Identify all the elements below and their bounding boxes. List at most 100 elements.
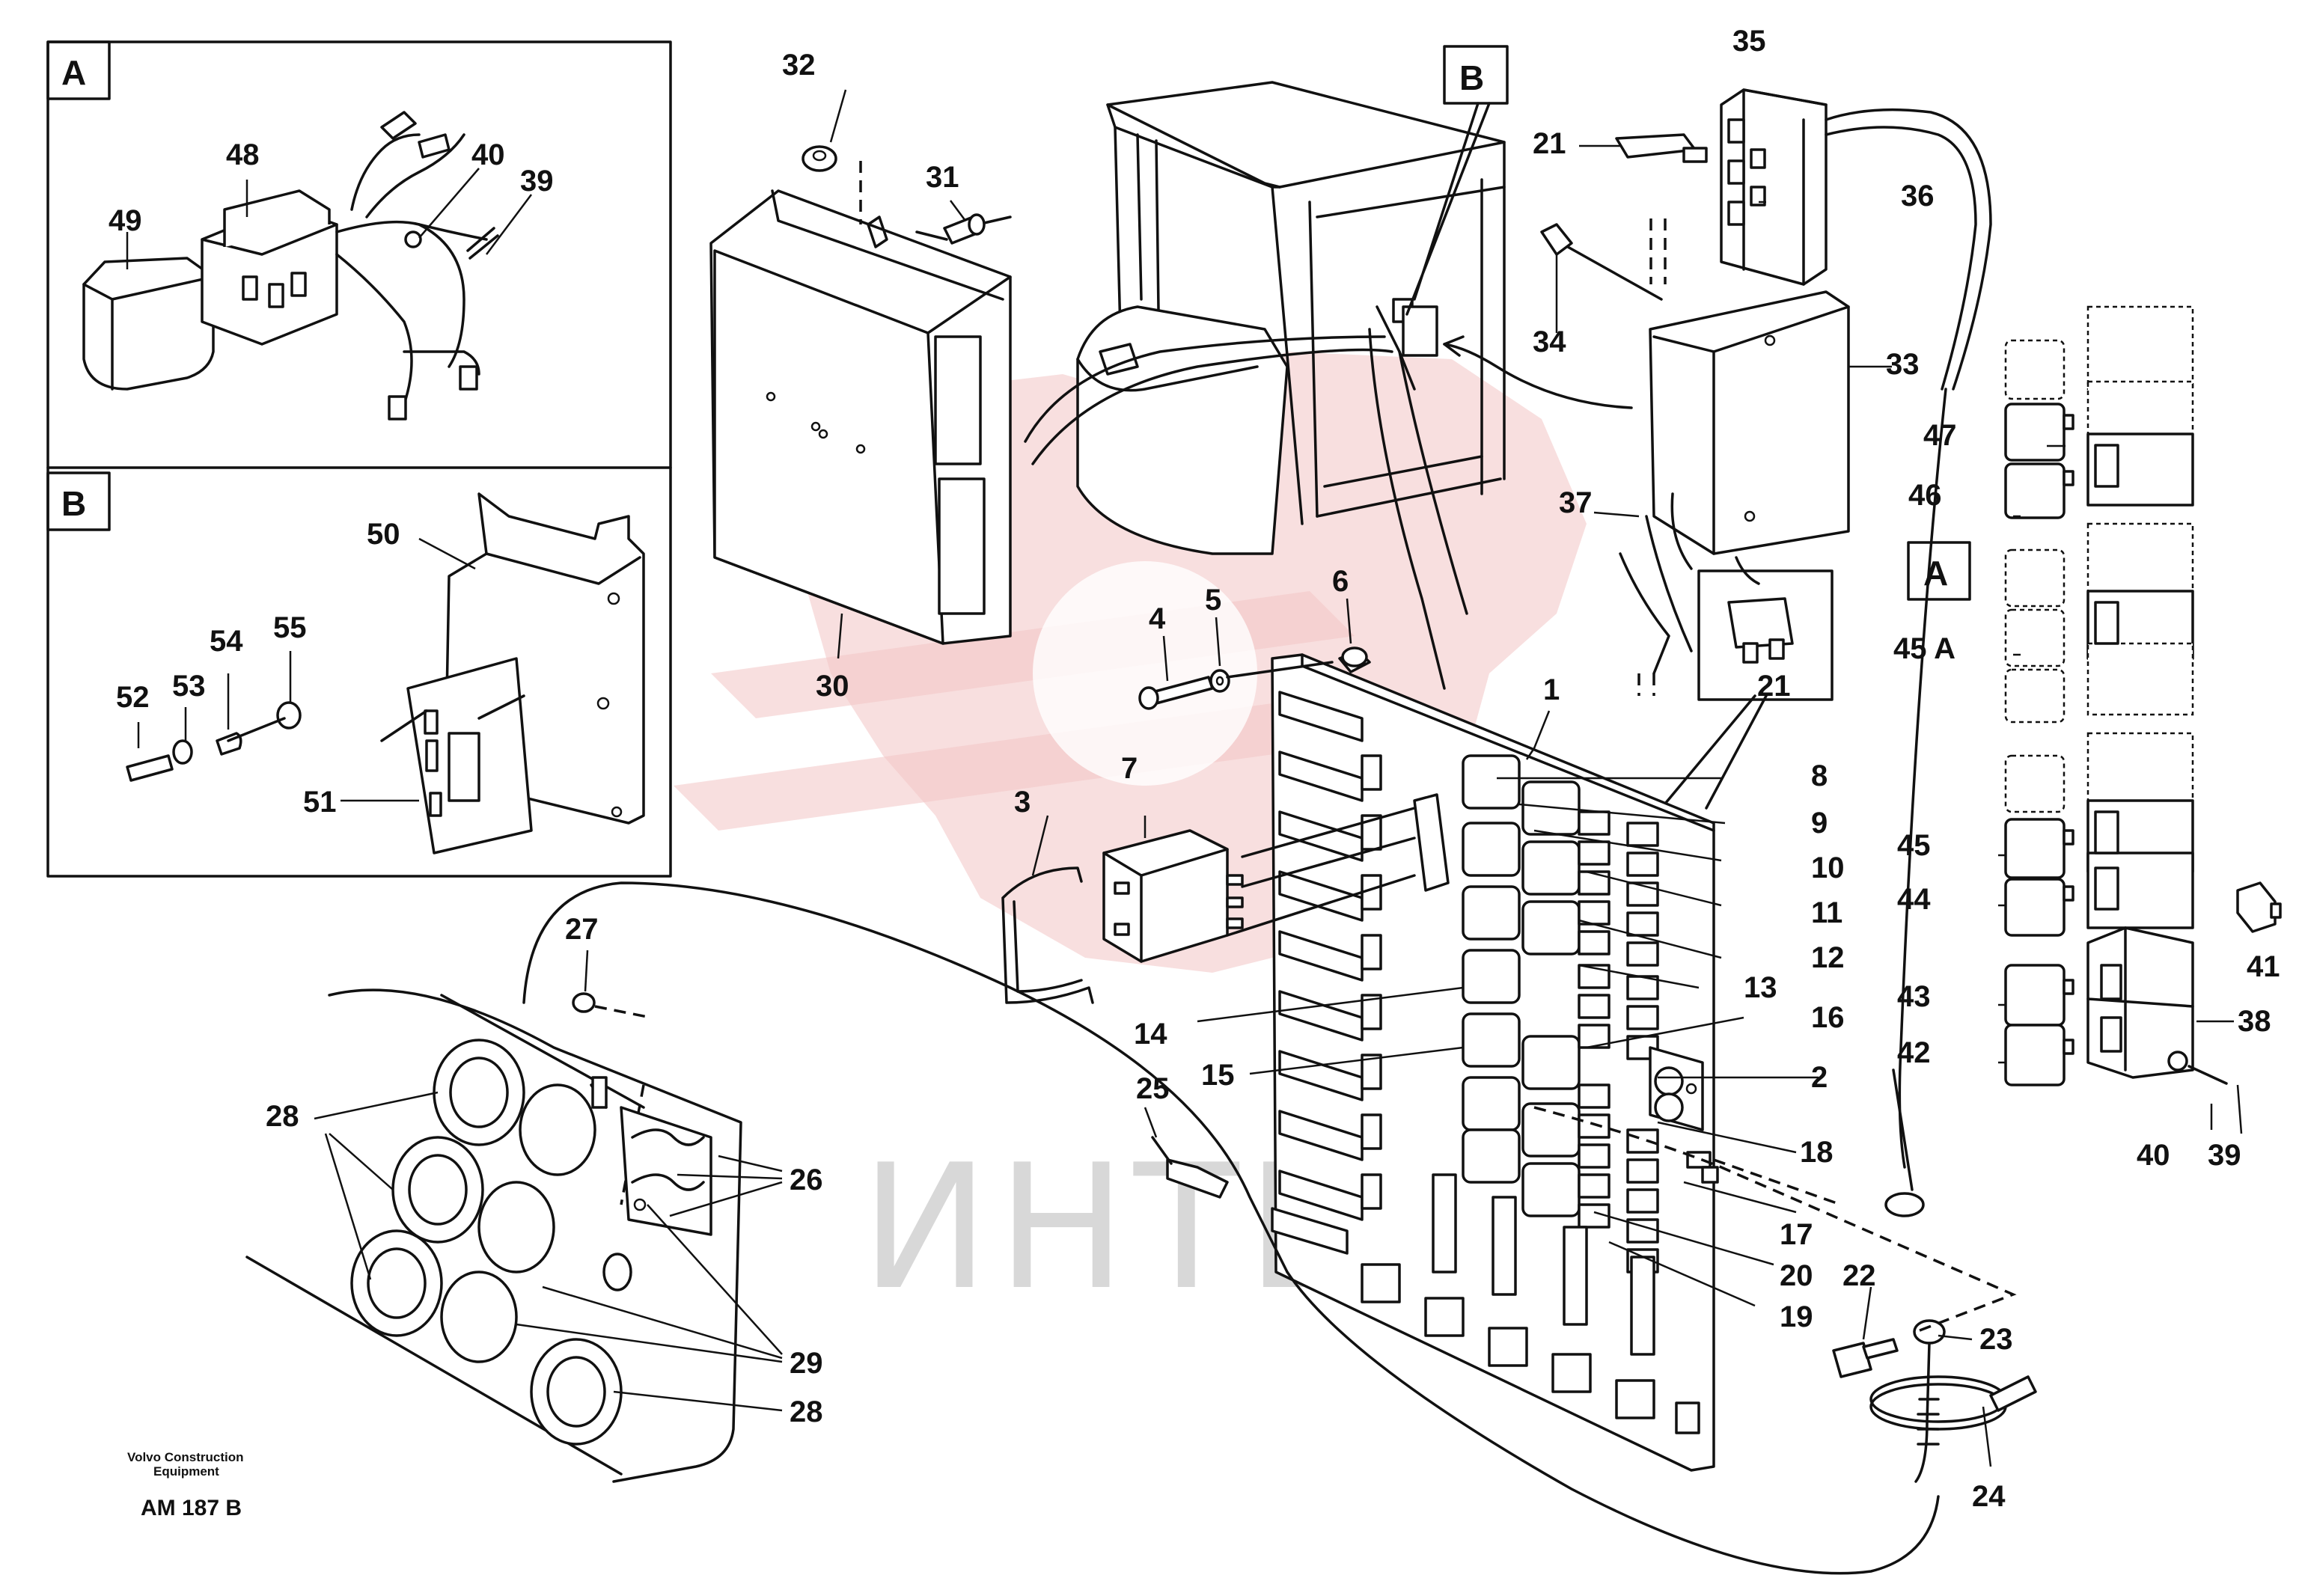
svg-text:A: A <box>61 53 86 92</box>
view-b-marker: B <box>1405 45 1509 316</box>
brand-line-1: Volvo Construction <box>127 1450 244 1464</box>
callout-39: 39 <box>520 165 554 198</box>
callout-22: 22 <box>1842 1259 1876 1292</box>
callout-30: 30 <box>816 670 849 703</box>
inset-frame <box>46 40 672 878</box>
callout-18: 18 <box>1800 1136 1834 1169</box>
connector-25 <box>1151 1136 1229 1199</box>
brand-line-2: Equipment <box>153 1464 219 1479</box>
callout-10: 10 <box>1811 851 1845 884</box>
callouts-main: 32 31 30 35 21 36 34 33 37 47 46 45 A 45… <box>266 25 2280 1513</box>
board-relays <box>1462 754 1581 1217</box>
callout-40: 40 <box>471 138 505 171</box>
callout-46: 46 <box>1908 479 1942 512</box>
washer-5 <box>1209 669 1230 693</box>
callouts-inset-b: 50 52 53 54 55 51 <box>116 518 400 819</box>
svg-text:B: B <box>61 484 86 523</box>
callout-29: 29 <box>790 1347 823 1380</box>
fuse-21-detail <box>1660 569 1834 810</box>
callout-9: 9 <box>1811 807 1828 840</box>
callout-2: 2 <box>1811 1061 1828 1094</box>
inset-a-relay-socket <box>82 111 499 421</box>
relay-column-top <box>2004 305 2194 519</box>
callout-24: 24 <box>1972 1480 2006 1513</box>
board-connectors-bottom <box>1361 1173 1700 1434</box>
fuse-21-top <box>1615 133 1708 163</box>
callout-45a: 45 A <box>1893 632 1955 665</box>
dashed-ground-lines <box>1533 1106 2017 1333</box>
drawing-code: AM 187 B <box>141 1496 242 1520</box>
callout-27: 27 <box>565 913 599 946</box>
spacer-31 <box>915 213 1012 245</box>
connector-41 <box>2236 881 2282 933</box>
callout-44: 44 <box>1897 883 1931 916</box>
screw-22 <box>1832 1338 1899 1378</box>
ring-terminal-23 <box>1913 1319 1946 1483</box>
clip-plate-26 <box>620 1084 712 1236</box>
callout-26: 26 <box>790 1164 823 1196</box>
callout-52: 52 <box>116 681 150 714</box>
callout-50: 50 <box>367 518 400 551</box>
callout-5: 5 <box>1205 584 1221 617</box>
control-unit-30 <box>709 189 1012 645</box>
callout-49: 49 <box>109 204 142 237</box>
svg-text:B: B <box>1459 58 1484 97</box>
callout-53: 53 <box>172 670 206 703</box>
callout-23: 23 <box>1979 1323 2013 1356</box>
board-connectors-left <box>1271 691 1382 1255</box>
callout-28a: 28 <box>266 1100 299 1133</box>
board-fuses <box>1578 810 1659 1274</box>
callout-8: 8 <box>1811 759 1828 792</box>
relay-7 <box>1102 793 1450 963</box>
callout-12: 12 <box>1811 941 1845 974</box>
callout-43: 43 <box>1897 980 1931 1013</box>
callout-11: 11 <box>1811 896 1842 929</box>
view-a-marker: A <box>1907 541 1971 601</box>
callout-1: 1 <box>1543 673 1560 706</box>
callout-37: 37 <box>1559 486 1593 519</box>
callout-51: 51 <box>303 786 337 819</box>
callout-40b: 40 <box>2137 1139 2170 1172</box>
callout-17: 17 <box>1780 1218 1813 1251</box>
callout-13: 13 <box>1744 971 1777 1004</box>
callout-55: 55 <box>273 611 307 644</box>
callout-47: 47 <box>1923 419 1957 452</box>
callout-33: 33 <box>1886 348 1920 381</box>
callout-16: 16 <box>1811 1001 1845 1034</box>
callout-21b: 21 <box>1757 670 1791 703</box>
svg-text:A: A <box>1923 554 1948 593</box>
callout-14: 14 <box>1134 1018 1167 1051</box>
callout-7: 7 <box>1121 752 1138 785</box>
callout-15: 15 <box>1201 1059 1235 1092</box>
callout-34: 34 <box>1533 325 1566 358</box>
callout-38: 38 <box>2238 1005 2271 1038</box>
screw-27 <box>572 992 652 1109</box>
plugs-29 <box>440 1083 632 1363</box>
screw-32 <box>802 145 862 224</box>
grommets-28 <box>350 1039 623 1446</box>
callout-32: 32 <box>782 49 816 82</box>
inset-b-bracket <box>126 492 645 854</box>
callout-3: 3 <box>1014 786 1031 819</box>
footer-credit: Volvo Construction Equipment AM 187 B <box>127 1450 244 1520</box>
callout-45: 45 <box>1897 829 1931 862</box>
callout-28b: 28 <box>790 1395 823 1428</box>
callout-35: 35 <box>1732 25 1766 58</box>
ground-cable <box>1884 388 1947 1217</box>
callout-36: 36 <box>1901 180 1935 213</box>
spacer-6 <box>1226 646 1371 679</box>
callout-48: 48 <box>226 138 260 171</box>
relay-box-33 <box>1649 290 1850 585</box>
callout-20: 20 <box>1780 1259 1813 1292</box>
relay-column-bottom <box>2004 926 2228 1086</box>
inset-b-label: B <box>46 471 111 531</box>
hose-clamp-24 <box>1869 1375 2037 1431</box>
callout-25: 25 <box>1136 1072 1170 1105</box>
harness-loop <box>522 881 1940 1575</box>
relay-bracket-35 <box>1649 88 1992 391</box>
callout-4: 4 <box>1149 602 1166 635</box>
relay-column-middle <box>2004 522 2194 724</box>
callout-39b: 39 <box>2208 1139 2241 1172</box>
cable-37 <box>1619 515 1693 696</box>
callout-54: 54 <box>210 625 243 658</box>
